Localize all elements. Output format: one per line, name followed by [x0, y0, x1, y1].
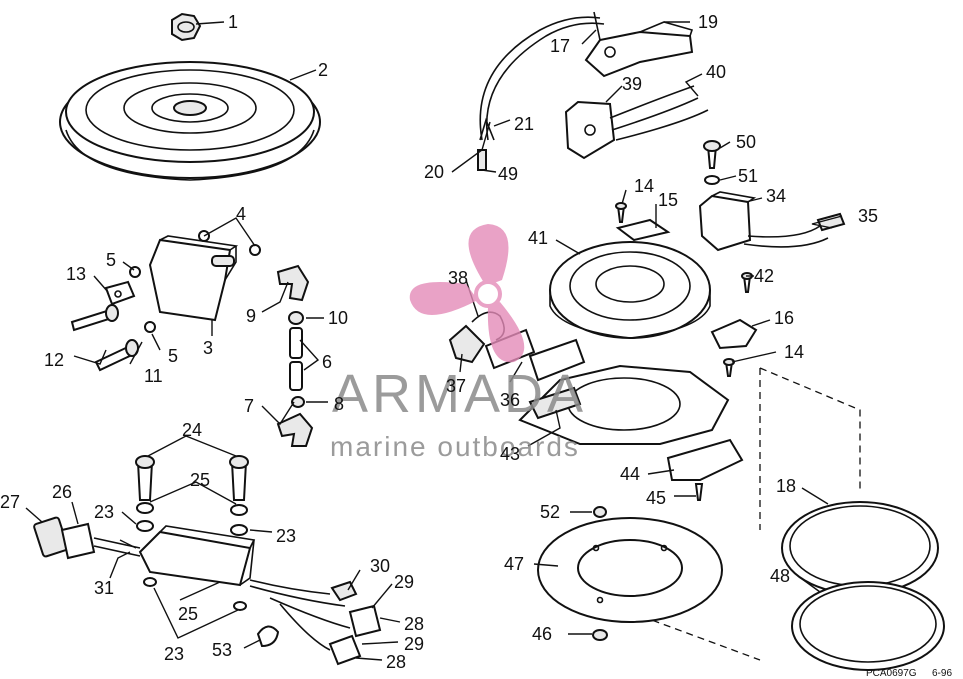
callout-53: 53 — [212, 640, 232, 660]
callout-34: 34 — [766, 186, 786, 206]
callout-50: 50 — [736, 132, 756, 152]
callout-52: 52 — [540, 502, 560, 522]
bottom-cover-plate — [537, 517, 723, 623]
callout-19: 19 — [698, 12, 718, 32]
callout-5: 5 — [168, 346, 178, 366]
cover-hardware — [592, 506, 608, 641]
callout-48: 48 — [770, 566, 790, 586]
callout-30: 30 — [370, 556, 390, 576]
callout-5: 5 — [106, 250, 116, 270]
callout-16: 16 — [774, 308, 794, 328]
callout-23: 23 — [276, 526, 296, 546]
watermark-subtitle: marine outboards — [330, 431, 580, 462]
ignition-coil — [148, 230, 261, 322]
callout-46: 46 — [532, 624, 552, 644]
callout-27: 27 — [0, 492, 20, 512]
callout-13: 13 — [66, 264, 86, 284]
timer-screws — [615, 202, 753, 377]
watermark-title: ARMADA — [332, 364, 587, 424]
callout-43: 43 — [500, 444, 520, 464]
harness-clamp — [256, 625, 280, 648]
dashed-assembly-lines — [629, 367, 861, 661]
spark-plug-lead — [276, 311, 314, 447]
charge-coil-bracket — [564, 85, 709, 160]
callout-17: 17 — [550, 36, 570, 56]
callout-14: 14 — [634, 176, 654, 196]
propeller-icon — [409, 224, 525, 363]
flywheel — [59, 61, 321, 181]
callout-3: 3 — [203, 338, 213, 358]
callout-24: 24 — [182, 420, 202, 440]
callout-8: 8 — [334, 394, 344, 414]
power-pack — [138, 525, 256, 587]
coil-boot-elbow — [276, 264, 310, 302]
pack-connector — [33, 516, 141, 560]
callout-36: 36 — [500, 390, 520, 410]
magnet-shield — [666, 438, 744, 501]
timer-base — [549, 218, 711, 339]
callout-numbers: 1 2 3 4 5 5 6 7 8 9 10 11 12 13 14 14 15… — [0, 12, 878, 672]
support-ring — [781, 501, 939, 595]
callout-39: 39 — [622, 74, 642, 94]
date-code: 6-96 — [932, 668, 952, 679]
pack-washers — [136, 502, 248, 611]
callout-51: 51 — [738, 166, 758, 186]
armature-plate — [518, 364, 730, 445]
rectifier — [698, 191, 846, 252]
callout-12: 12 — [44, 350, 64, 370]
callout-37: 37 — [446, 376, 466, 396]
coil-screw-upper — [70, 304, 119, 332]
callout-1: 1 — [228, 12, 238, 32]
callout-2: 2 — [318, 60, 328, 80]
armada-logo — [409, 224, 525, 363]
callout-49: 49 — [498, 164, 518, 184]
retainer-clip — [710, 318, 758, 350]
callout-29: 29 — [394, 572, 414, 592]
callout-23: 23 — [94, 502, 114, 522]
rectifier-screw — [703, 140, 721, 185]
callout-10: 10 — [328, 308, 348, 328]
callout-35: 35 — [858, 206, 878, 226]
retainer-ring — [791, 581, 945, 671]
pack-screws — [135, 455, 249, 501]
callout-20: 20 — [424, 162, 444, 182]
callout-21: 21 — [514, 114, 534, 134]
callout-45: 45 — [646, 488, 666, 508]
flywheel-nut — [171, 12, 202, 42]
callout-4: 4 — [236, 204, 246, 224]
timer-sensor — [584, 11, 694, 78]
callout-31: 31 — [94, 578, 114, 598]
callout-6: 6 — [322, 352, 332, 372]
coil-washer-left — [129, 266, 156, 333]
callout-18: 18 — [776, 476, 796, 496]
callout-41: 41 — [528, 228, 548, 248]
callout-25: 25 — [190, 470, 210, 490]
callout-11: 11 — [144, 366, 163, 386]
callout-26: 26 — [52, 482, 72, 502]
callout-9: 9 — [246, 306, 256, 326]
callout-29: 29 — [404, 634, 424, 654]
callout-38: 38 — [448, 268, 468, 288]
coil-screw-lower — [94, 339, 139, 372]
leader-lines — [25, 21, 843, 661]
callout-15: 15 — [658, 190, 678, 210]
callout-23: 23 — [164, 644, 184, 664]
callout-42: 42 — [754, 266, 774, 286]
part-code: PCA0697G — [866, 668, 917, 679]
callout-25: 25 — [178, 604, 198, 624]
pack-harness — [249, 579, 382, 666]
callout-44: 44 — [620, 464, 640, 484]
coil-ground-terminal — [104, 280, 136, 306]
callout-28: 28 — [404, 614, 424, 634]
callout-47: 47 — [504, 554, 524, 574]
callout-40: 40 — [706, 62, 726, 82]
callout-14: 14 — [784, 342, 804, 362]
callout-28: 28 — [386, 652, 406, 672]
callout-7: 7 — [244, 396, 254, 416]
